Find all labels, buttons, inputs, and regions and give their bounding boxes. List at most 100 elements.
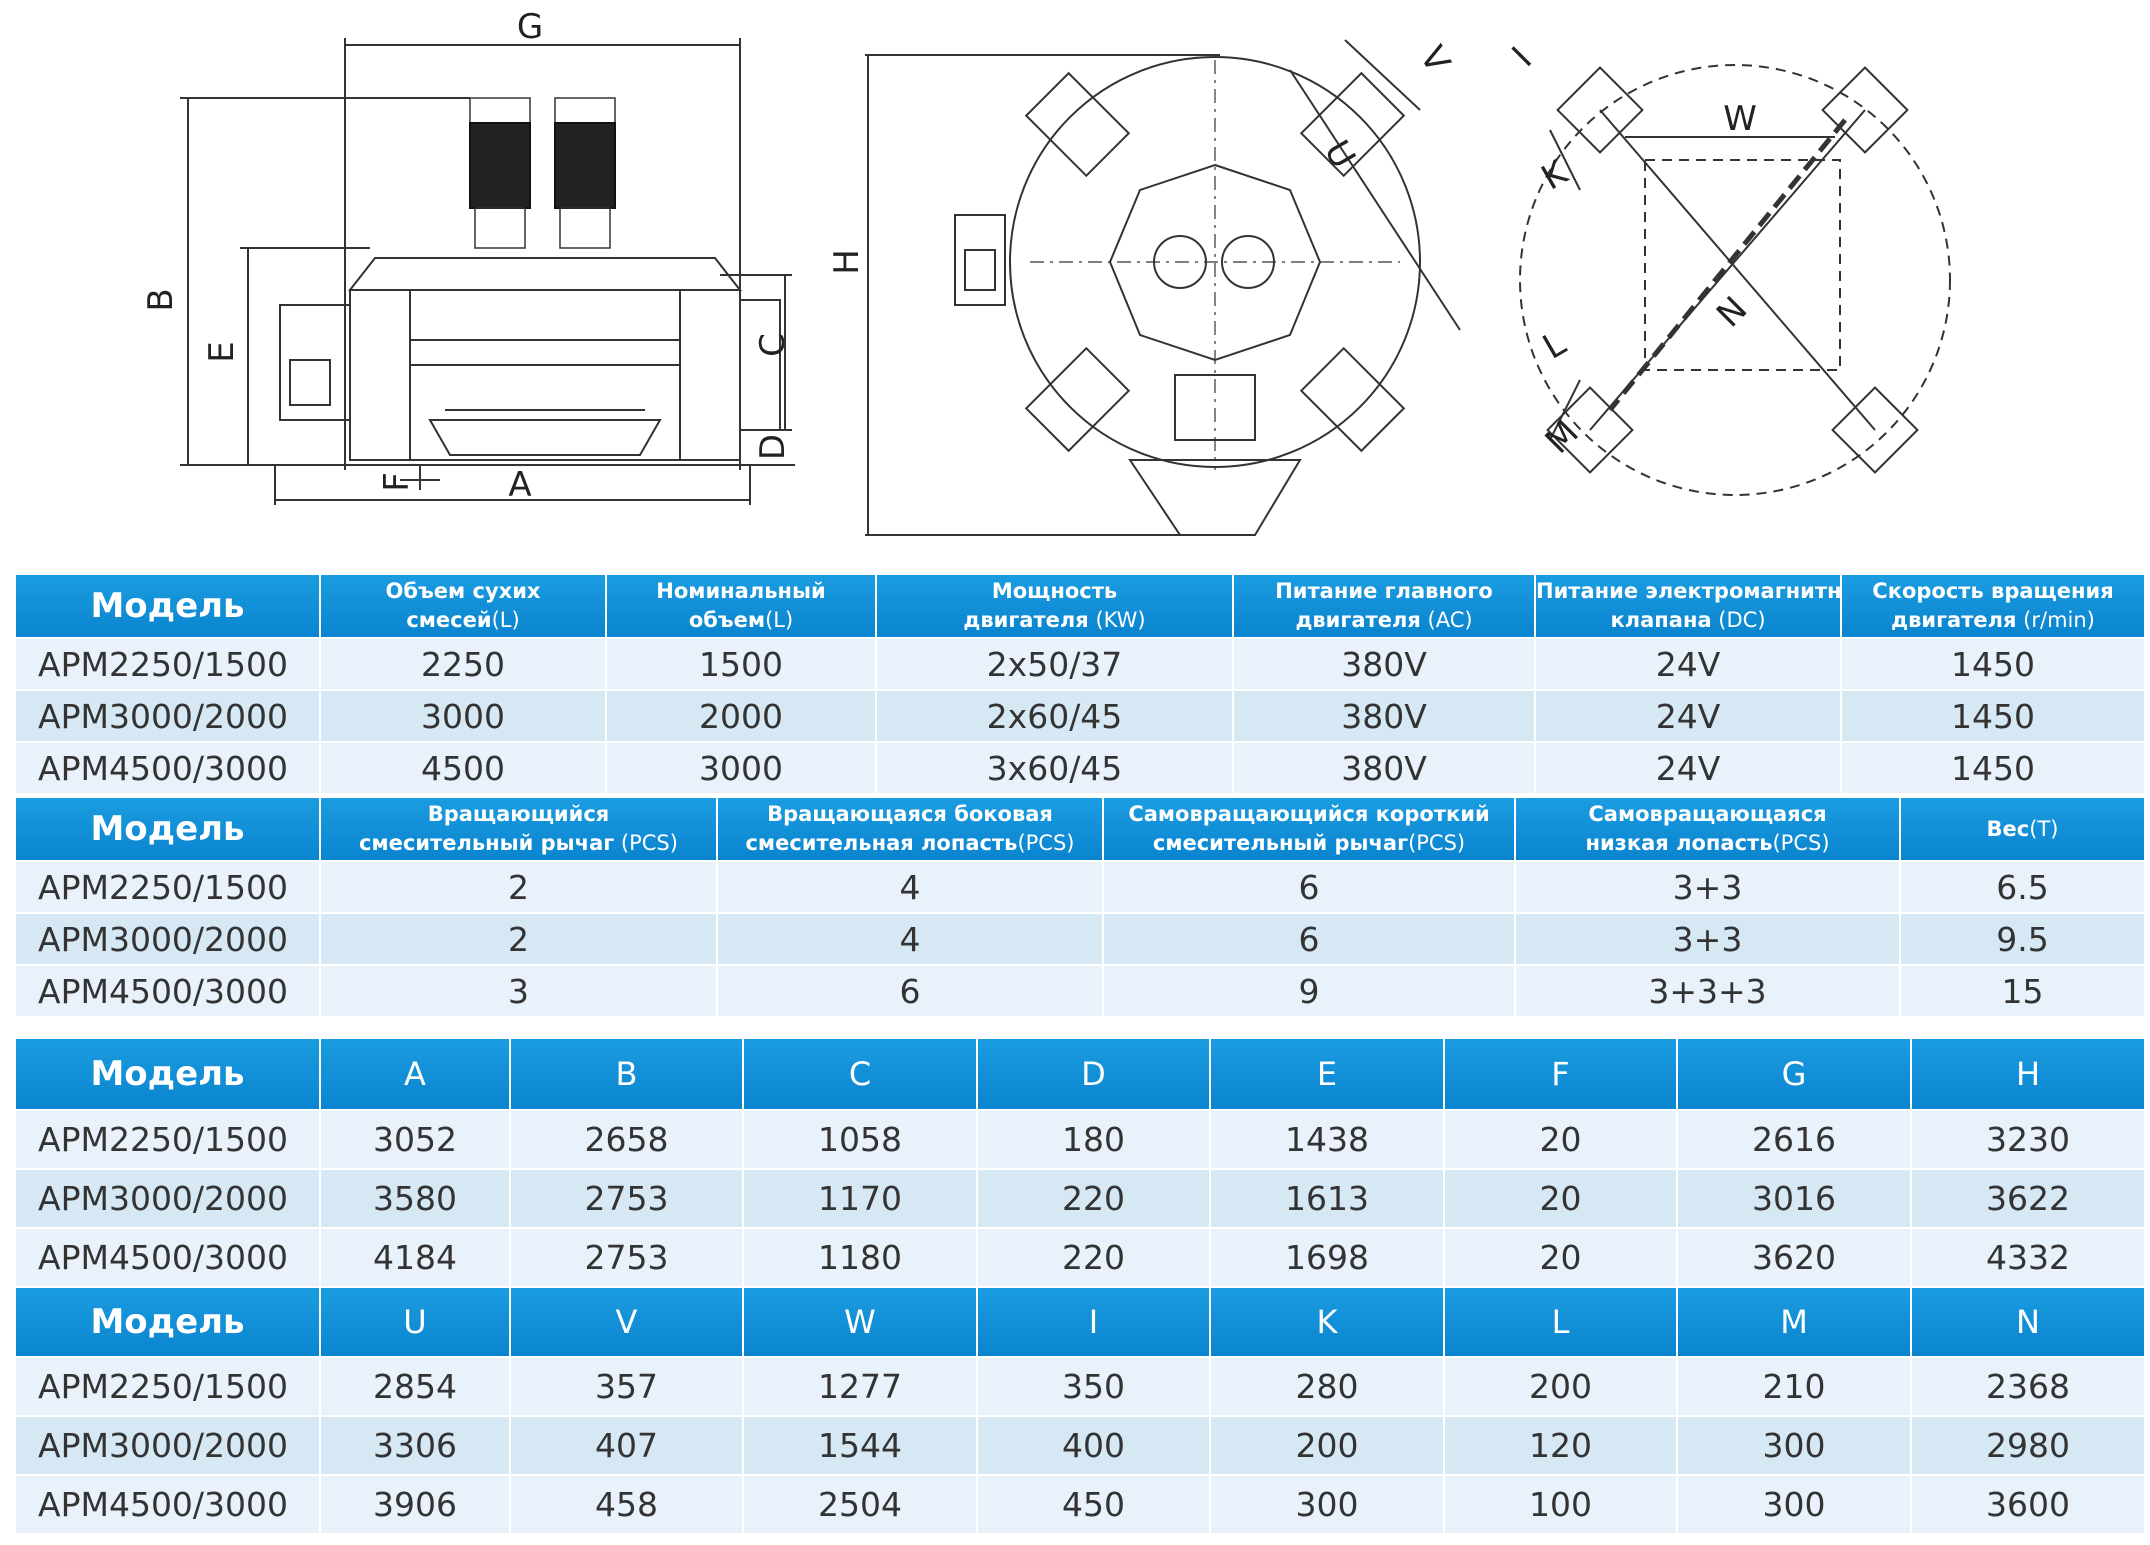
cell-value: 3230	[1910, 1109, 2146, 1170]
cell-value: 4	[716, 912, 1104, 966]
cell-value: 200	[1209, 1415, 1445, 1476]
cell-value: 1438	[1209, 1109, 1445, 1170]
cell-value: 300	[1209, 1474, 1445, 1535]
header-dim-g: G	[1676, 1037, 1912, 1111]
cell-value: 350	[976, 1356, 1211, 1417]
cell-value: 6	[1102, 860, 1516, 914]
cell-value: 3000	[605, 741, 877, 795]
cell-value: 210	[1676, 1356, 1912, 1417]
cell-value: 2753	[509, 1227, 744, 1288]
cell-value: 3600	[1910, 1474, 2146, 1535]
cell-value: 280	[1209, 1356, 1445, 1417]
cell-value: 2x50/37	[875, 637, 1234, 691]
dim-label-g: G	[517, 7, 543, 47]
cell-value: 1544	[742, 1415, 978, 1476]
cell-value: 15	[1899, 964, 2146, 1018]
cell-model: APM2250/1500	[14, 860, 321, 914]
cell-value: 1450	[1840, 637, 2146, 691]
cell-value: 380V	[1232, 689, 1536, 743]
cell-value: 3	[319, 964, 718, 1018]
header-dim-m: M	[1676, 1286, 1912, 1358]
cell-value: 120	[1443, 1415, 1678, 1476]
table-row: APM4500/3000 3 6 9 3+3+3 15	[14, 964, 2146, 1018]
cell-value: 200	[1443, 1356, 1678, 1417]
cell-value: 220	[976, 1168, 1211, 1229]
cell-value: 3+3+3	[1514, 964, 1901, 1018]
header-model: Модель	[14, 796, 321, 862]
header-dim-h: H	[1910, 1037, 2146, 1111]
cell-model: APM3000/2000	[14, 912, 321, 966]
header-dim-b: B	[509, 1037, 744, 1111]
cell-value: 1170	[742, 1168, 978, 1229]
dimension-table-front: Модель A B C D E F G H APM2250/1500 3052…	[14, 1037, 2146, 1288]
cell-value: 20	[1443, 1109, 1678, 1170]
cell-value: 2980	[1910, 1415, 2146, 1476]
cell-value: 2000	[605, 689, 877, 743]
cell-value: 4332	[1910, 1227, 2146, 1288]
table-row: APM2250/1500 2250 1500 2x50/37 380V 24V …	[14, 637, 2146, 691]
cell-value: 450	[976, 1474, 1211, 1535]
cell-model: APM4500/3000	[14, 1227, 321, 1288]
technical-drawings: G B E C D F A H V U	[141, 7, 1951, 536]
cell-model: APM3000/2000	[14, 1415, 321, 1476]
cell-value: 458	[509, 1474, 744, 1535]
cell-value: 24V	[1534, 741, 1842, 795]
header-dim-i: I	[976, 1286, 1211, 1358]
cell-value: 2753	[509, 1168, 744, 1229]
cell-value: 3052	[319, 1109, 511, 1170]
cell-value: 2250	[319, 637, 607, 691]
cell-value: 6.5	[1899, 860, 2146, 914]
cell-value: 4	[716, 860, 1104, 914]
header-dim-v: V	[509, 1286, 744, 1358]
cell-value: 100	[1443, 1474, 1678, 1535]
cell-value: 180	[976, 1109, 1211, 1170]
cell-value: 1613	[1209, 1168, 1445, 1229]
table-row: APM3000/2000 2 4 6 3+3 9.5	[14, 912, 2146, 966]
front-view-drawing	[180, 38, 795, 505]
cell-value: 2616	[1676, 1109, 1912, 1170]
cell-value: 220	[976, 1227, 1211, 1288]
dim-label-i: I	[1505, 40, 1540, 75]
cell-model: APM2250/1500	[14, 637, 321, 691]
header-dim-k: K	[1209, 1286, 1445, 1358]
plan-view-labels: W I K N L M	[1505, 40, 1757, 462]
cell-model: APM3000/2000	[14, 689, 321, 743]
cell-value: 9	[1102, 964, 1516, 1018]
cell-value: 380V	[1232, 741, 1536, 795]
dim-label-w: W	[1723, 99, 1757, 139]
cell-value: 3x60/45	[875, 741, 1234, 795]
dim-label-f: F	[377, 472, 417, 492]
cell-model: APM4500/3000	[14, 964, 321, 1018]
cell-model: APM3000/2000	[14, 1168, 321, 1229]
cell-value: 357	[509, 1356, 744, 1417]
cell-value: 2504	[742, 1474, 978, 1535]
cell-value: 3+3	[1514, 912, 1901, 966]
cell-value: 407	[509, 1415, 744, 1476]
dim-label-d: D	[753, 434, 793, 460]
table-row: APM4500/3000 4500 3000 3x60/45 380V 24V …	[14, 741, 2146, 795]
cell-value: 1180	[742, 1227, 978, 1288]
table-row: APM2250/1500 3052 2658 1058 180 1438 20 …	[14, 1109, 2146, 1170]
table-row: APM3000/2000 3580 2753 1170 220 1613 20 …	[14, 1168, 2146, 1229]
cell-value: 1450	[1840, 689, 2146, 743]
cell-model: APM4500/3000	[14, 1474, 321, 1535]
header-weight: Вес(T)	[1899, 796, 2146, 862]
dim-label-b: B	[141, 288, 181, 311]
cell-value: 3+3	[1514, 860, 1901, 914]
top-view-drawing	[865, 39, 1461, 536]
cell-value: 24V	[1534, 637, 1842, 691]
cell-value: 3306	[319, 1415, 511, 1476]
table-row: APM2250/1500 2 4 6 3+3 6.5	[14, 860, 2146, 914]
cell-value: 6	[716, 964, 1104, 1018]
header-dim-a: A	[319, 1037, 511, 1111]
cell-value: 380V	[1232, 637, 1536, 691]
header-dim-c: C	[742, 1037, 978, 1111]
cell-value: 3016	[1676, 1168, 1912, 1229]
cell-value: 20	[1443, 1227, 1678, 1288]
cell-value: 3620	[1676, 1227, 1912, 1288]
